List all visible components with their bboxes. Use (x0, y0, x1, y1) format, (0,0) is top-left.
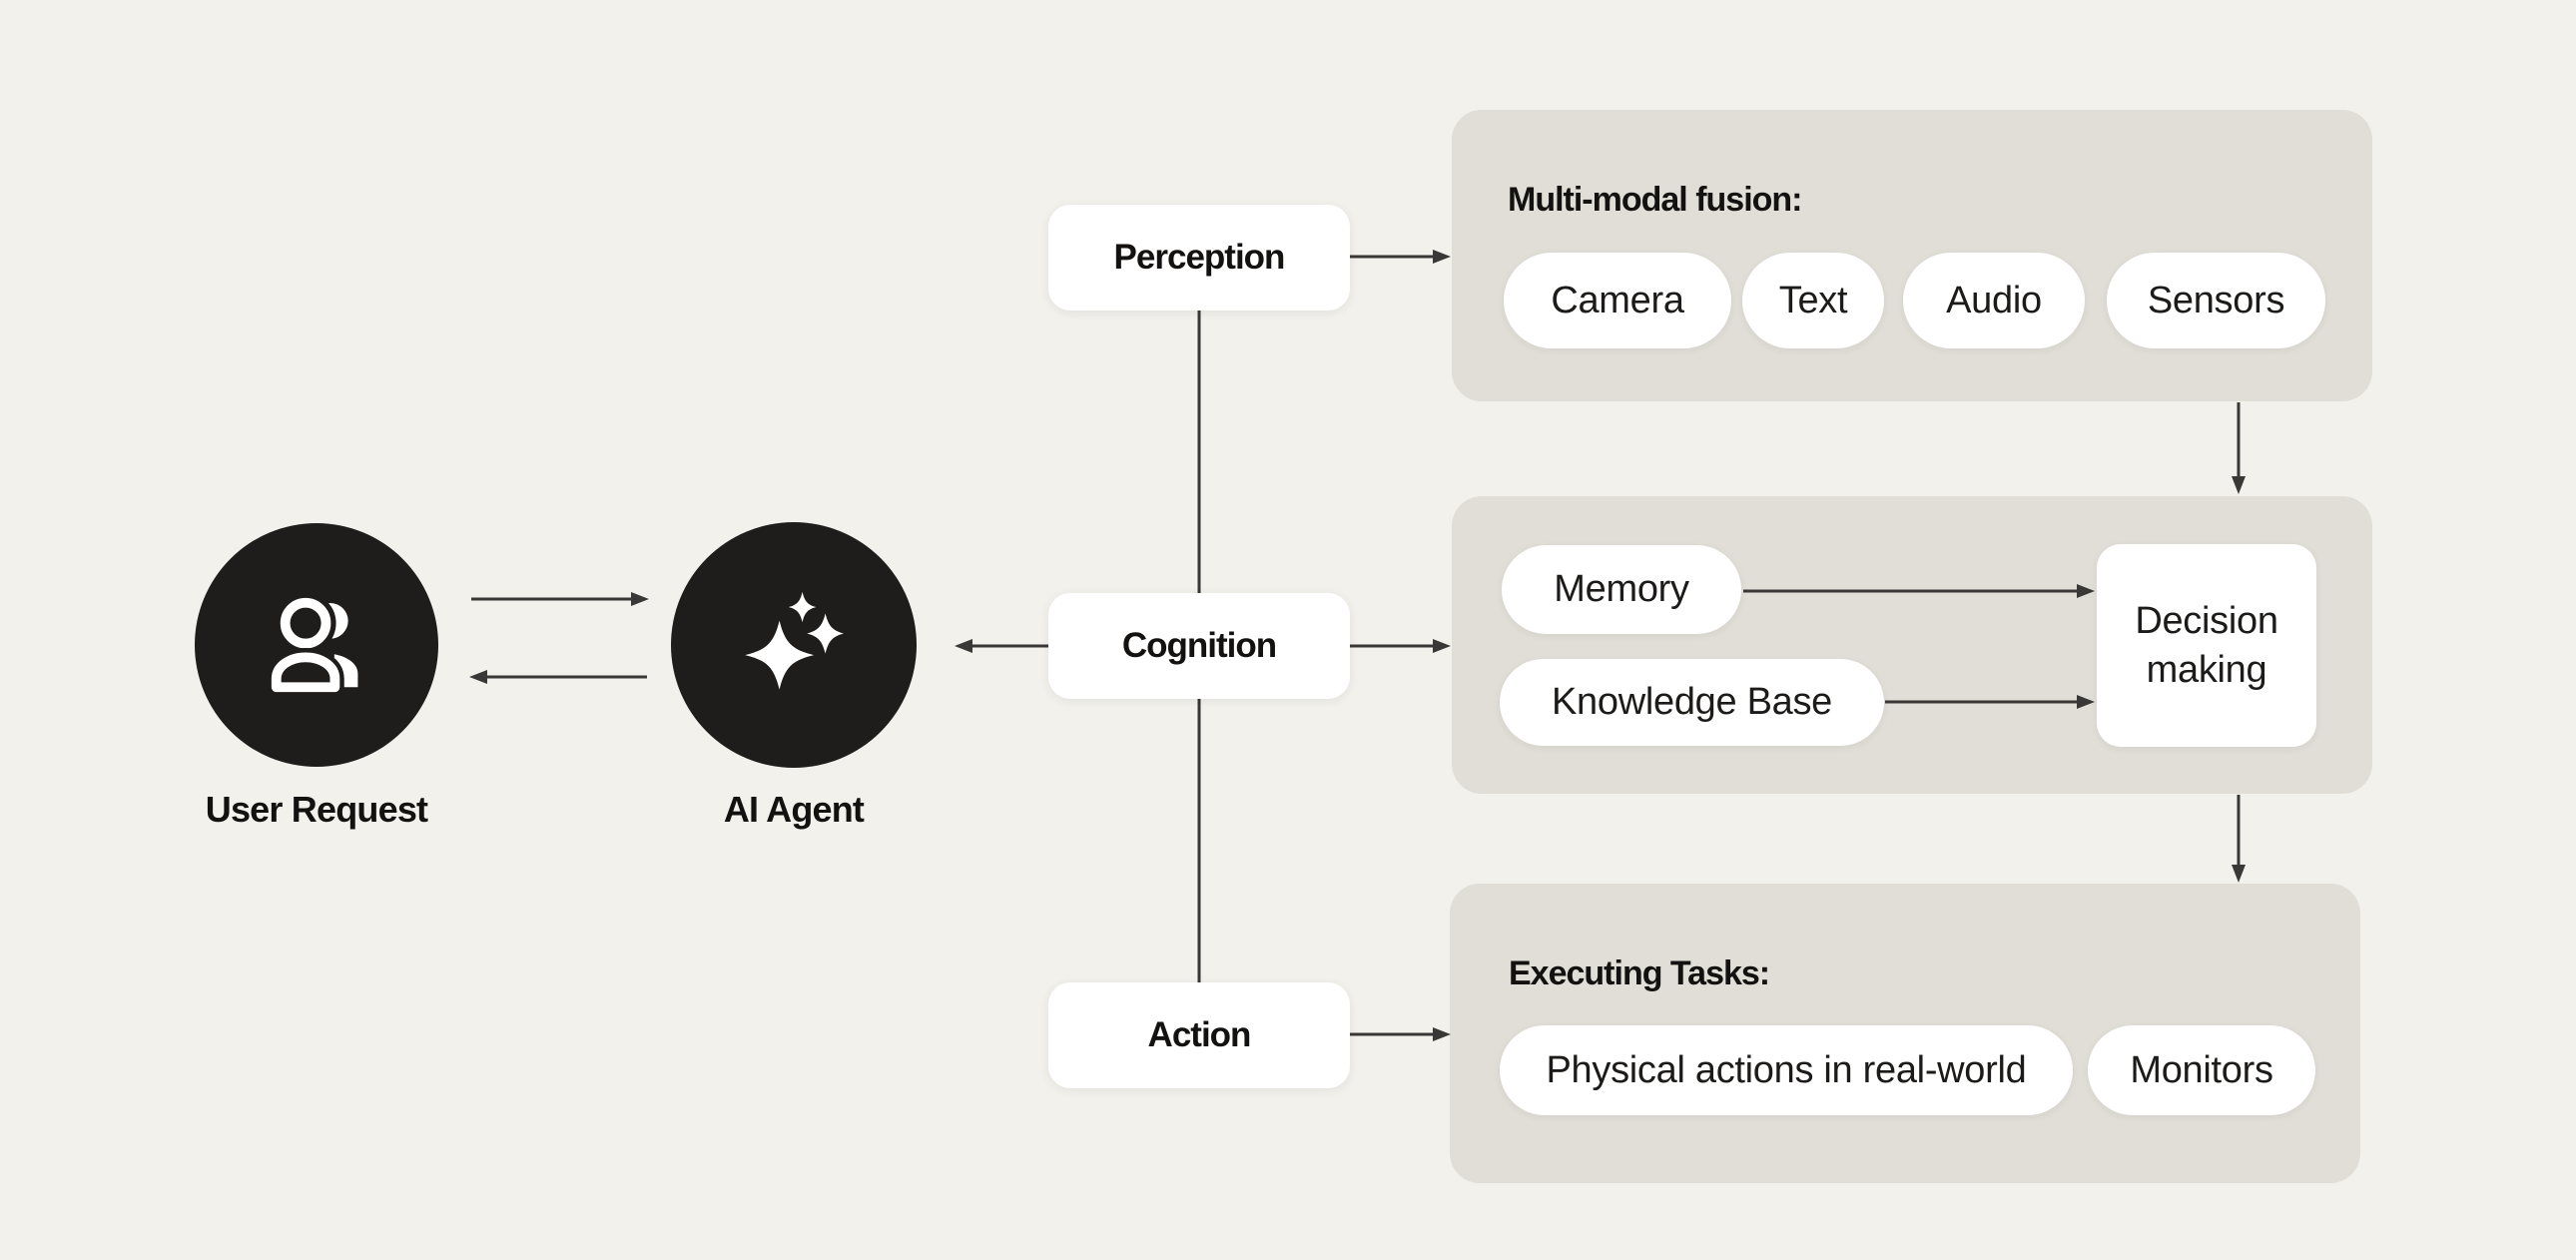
multi-modal-fusion-panel: Multi-modal fusion: Camera Text Audio Se… (1452, 110, 2372, 401)
fusion-panel-title: Multi-modal fusion: (1508, 181, 1803, 219)
decision-making-box: Decision making (2097, 544, 2316, 747)
pill-physical-actions: Physical actions in real-world (1500, 1025, 2073, 1115)
pill-text: Text (1742, 253, 1884, 348)
pill-knowledge-base: Knowledge Base (1500, 659, 1884, 746)
stage-cognition: Cognition (1048, 593, 1350, 699)
pill-camera: Camera (1504, 253, 1731, 348)
user-request-circle (195, 523, 438, 767)
people-icon (267, 592, 358, 697)
user-request-label: User Request (205, 789, 428, 830)
pill-sensors: Sensors (2107, 253, 2325, 348)
cognition-panel: Memory Knowledge Base Decision making (1452, 496, 2372, 794)
pill-memory: Memory (1502, 545, 1741, 634)
executing-panel-title: Executing Tasks: (1509, 954, 1770, 992)
pill-audio: Audio (1903, 253, 2085, 348)
executing-tasks-panel: Executing Tasks: Physical actions in rea… (1450, 884, 2360, 1183)
stage-perception: Perception (1048, 205, 1350, 311)
sparkles-icon (745, 591, 845, 690)
ai-agent-label: AI Agent (723, 789, 865, 830)
pill-monitors: Monitors (2088, 1025, 2315, 1115)
ai-agent-circle (671, 522, 917, 768)
stage-action: Action (1048, 982, 1350, 1088)
